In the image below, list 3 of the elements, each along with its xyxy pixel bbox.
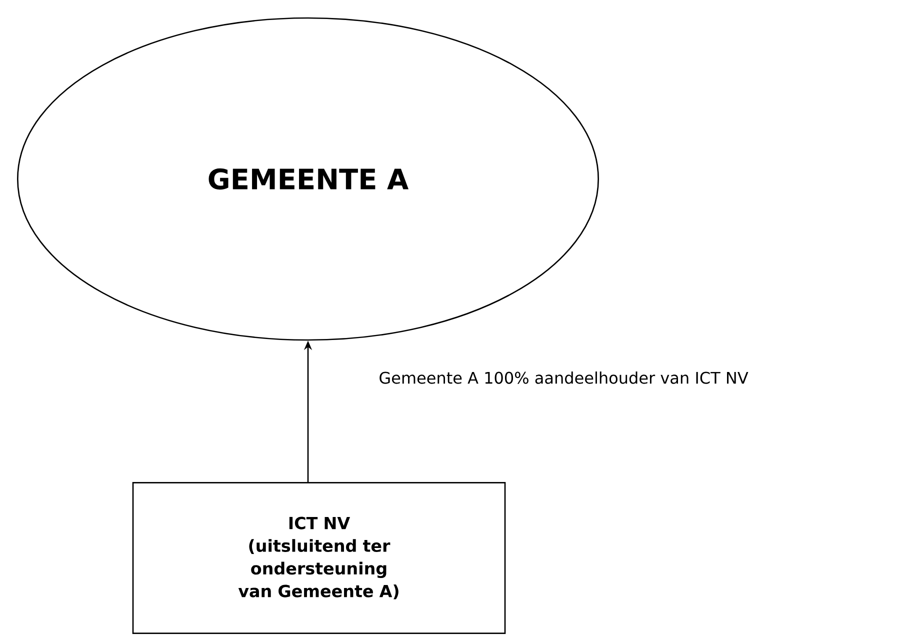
edge-label: Gemeente A 100% aandeelhouder van ICT NV — [380, 371, 748, 384]
process-box: ICT NV (uitsluitend ter ondersteuning van Gemeente A) — [132, 482, 506, 634]
ellipse-node: GEMEENTE A — [17, 17, 599, 341]
